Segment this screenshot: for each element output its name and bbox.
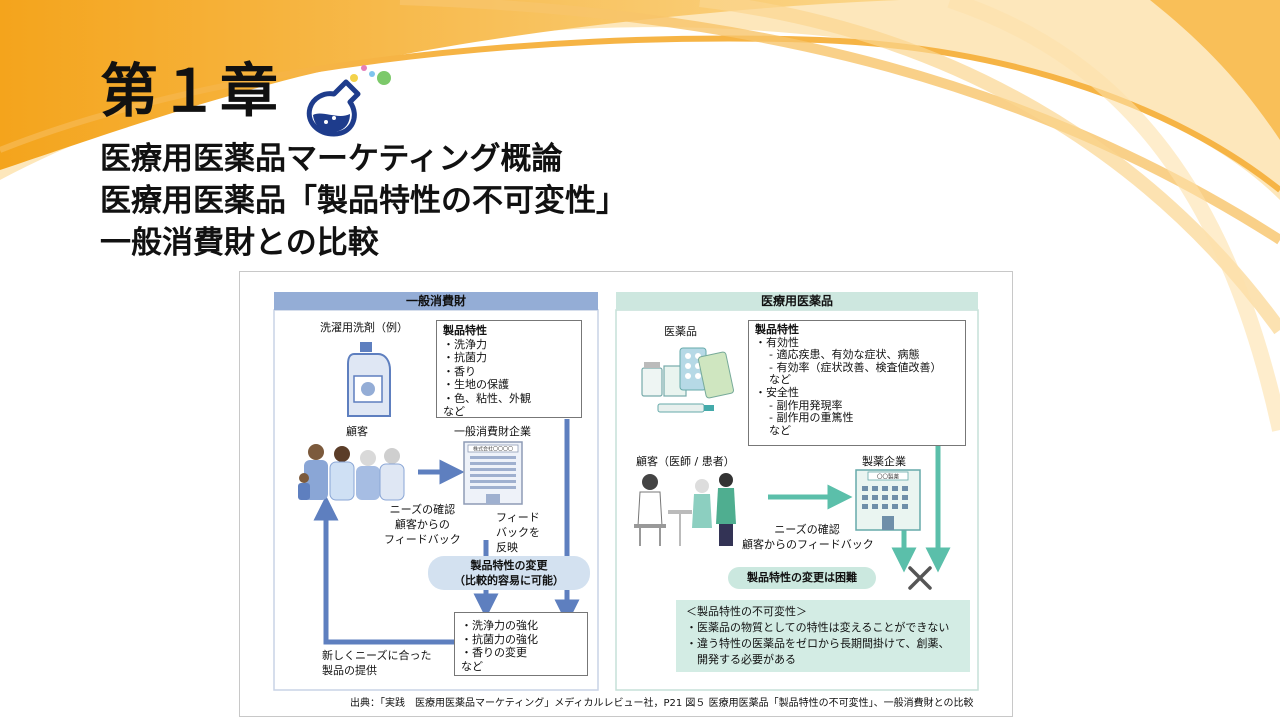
left-results-box: ・洗浄力の強化 ・抗菌力の強化 ・香りの変更 など xyxy=(454,612,588,676)
right-trait-item: - 副作用の重篤性 xyxy=(769,411,854,425)
right-traits-title: 製品特性 xyxy=(755,323,799,336)
diagram-connectors xyxy=(273,309,979,691)
right-trait-item: - 適応疾患、有効な症状、病態 xyxy=(769,348,920,362)
customer-label: 顧客 xyxy=(346,425,368,438)
medicine-icon xyxy=(641,347,735,413)
right-needs-text: ニーズの確認 顧客からのフィードバック xyxy=(742,522,874,552)
subtitle-line-2: 医療用医薬品「製品特性の不可変性」 xyxy=(100,183,627,219)
left-trait-item: ・抗菌力 xyxy=(443,351,487,364)
feedback-line: フィード xyxy=(496,511,540,524)
company-sign: 株式会社〇〇〇〇 xyxy=(473,446,513,453)
result-item: ・香りの変更 xyxy=(461,646,527,659)
detergent-label: 洗濯用洗剤（例） xyxy=(320,321,408,334)
pharma-company-label: 製薬企業 xyxy=(862,455,906,468)
chapter-title: 第１章 xyxy=(100,57,281,125)
invariability-note: ＜製品特性の不可変性＞ ・医薬品の物質としての特性は変えることができない ・違う… xyxy=(676,600,970,672)
office-building-icon: 株式会社〇〇〇〇 xyxy=(463,441,523,505)
subtitle-line-3: 一般消費財との比較 xyxy=(100,225,379,261)
right-change-pill: 製品特性の変更は困難 xyxy=(728,567,876,589)
flask-icon xyxy=(306,65,391,137)
note-item: 開発する必要がある xyxy=(686,653,796,666)
note-title: ＜製品特性の不可変性＞ xyxy=(686,605,807,618)
comparison-figure: 一般消費財 洗濯用洗剤（例） 製品特性 ・洗浄力 ・抗菌力 ・香り ・生地の保護… xyxy=(239,271,1013,717)
consumer-company-label: 一般消費財企業 xyxy=(454,425,531,438)
needs-line: ニーズの確認 xyxy=(774,523,840,536)
left-panel-header: 一般消費財 xyxy=(274,292,598,310)
left-trait-item: ・洗浄力 xyxy=(443,337,487,351)
right-trait-item: など xyxy=(769,373,791,387)
right-panel-header: 医療用医薬品 xyxy=(616,292,978,310)
needs-line: フィードバック xyxy=(384,533,461,546)
note-item: ・違う特性の医薬品をゼロから長期間掛けて、創薬、 xyxy=(686,637,950,650)
result-item: ・抗菌力の強化 xyxy=(461,632,538,646)
change-line: 製品特性の変更 xyxy=(470,559,548,572)
new-product-line: 製品の提供 xyxy=(322,664,377,677)
left-trait-item: ・香り xyxy=(443,364,476,378)
result-item: など xyxy=(461,659,483,673)
feedback-line: 反映 xyxy=(496,541,518,554)
family-icon xyxy=(298,444,405,501)
left-trait-item: ・色、粘性、外観 xyxy=(443,391,531,405)
new-product-line: 新しくニーズに合った xyxy=(322,649,432,662)
pharma-building-icon: 〇〇製薬 xyxy=(855,469,921,531)
needs-line: 顧客からのフィードバック xyxy=(742,538,874,551)
note-item: ・医薬品の物質としての特性は変えることができない xyxy=(686,621,950,634)
pharma-sign: 〇〇製薬 xyxy=(877,473,900,481)
left-trait-item: ・生地の保護 xyxy=(443,378,509,391)
source-citation: 出典：「実践 医療用医薬品マーケティング」メディカルレビュー社，P21 図５ 医… xyxy=(350,698,974,709)
feedback-line: バックを xyxy=(496,526,540,539)
right-traits-box: 製品特性 ・有効性 - 適応疾患、有効な症状、病態 - 有効率（症状改善、検査値… xyxy=(748,320,966,446)
cross-mark-icon xyxy=(908,566,932,590)
new-product-text: 新しくニーズに合った 製品の提供 xyxy=(322,648,431,678)
left-trait-item: など xyxy=(443,405,465,418)
left-traits-box: 製品特性 ・洗浄力 ・抗菌力 ・香り ・生地の保護 ・色、粘性、外観 など xyxy=(436,320,582,418)
detergent-bottle-icon xyxy=(347,342,391,417)
right-trait-item: ・有効性 xyxy=(755,335,799,349)
right-trait-item: - 副作用発現率 xyxy=(769,398,843,412)
right-trait-item: など xyxy=(769,423,791,437)
medicine-label: 医薬品 xyxy=(664,325,697,338)
needs-line: ニーズの確認 xyxy=(389,503,456,516)
change-line: （比較的容易に可能） xyxy=(454,574,564,587)
doctor-patient-label: 顧客（医師 / 患者） xyxy=(636,455,735,468)
feedback-reflect-text: フィード バックを 反映 xyxy=(496,510,540,555)
left-change-pill: 製品特性の変更 （比較的容易に可能） xyxy=(428,556,590,590)
doctor-patient-icon xyxy=(634,473,736,546)
result-item: ・洗浄力の強化 xyxy=(461,619,538,632)
right-trait-item: ・安全性 xyxy=(755,385,799,399)
right-trait-item: - 有効率（症状改善、検査値改善） xyxy=(769,360,942,374)
needs-line: 顧客からの xyxy=(394,518,450,531)
left-needs-text: ニーズの確認 顧客からの フィードバック xyxy=(384,502,461,547)
subtitle-line-1: 医療用医薬品マーケティング概論 xyxy=(100,141,563,177)
left-traits-title: 製品特性 xyxy=(443,324,487,337)
